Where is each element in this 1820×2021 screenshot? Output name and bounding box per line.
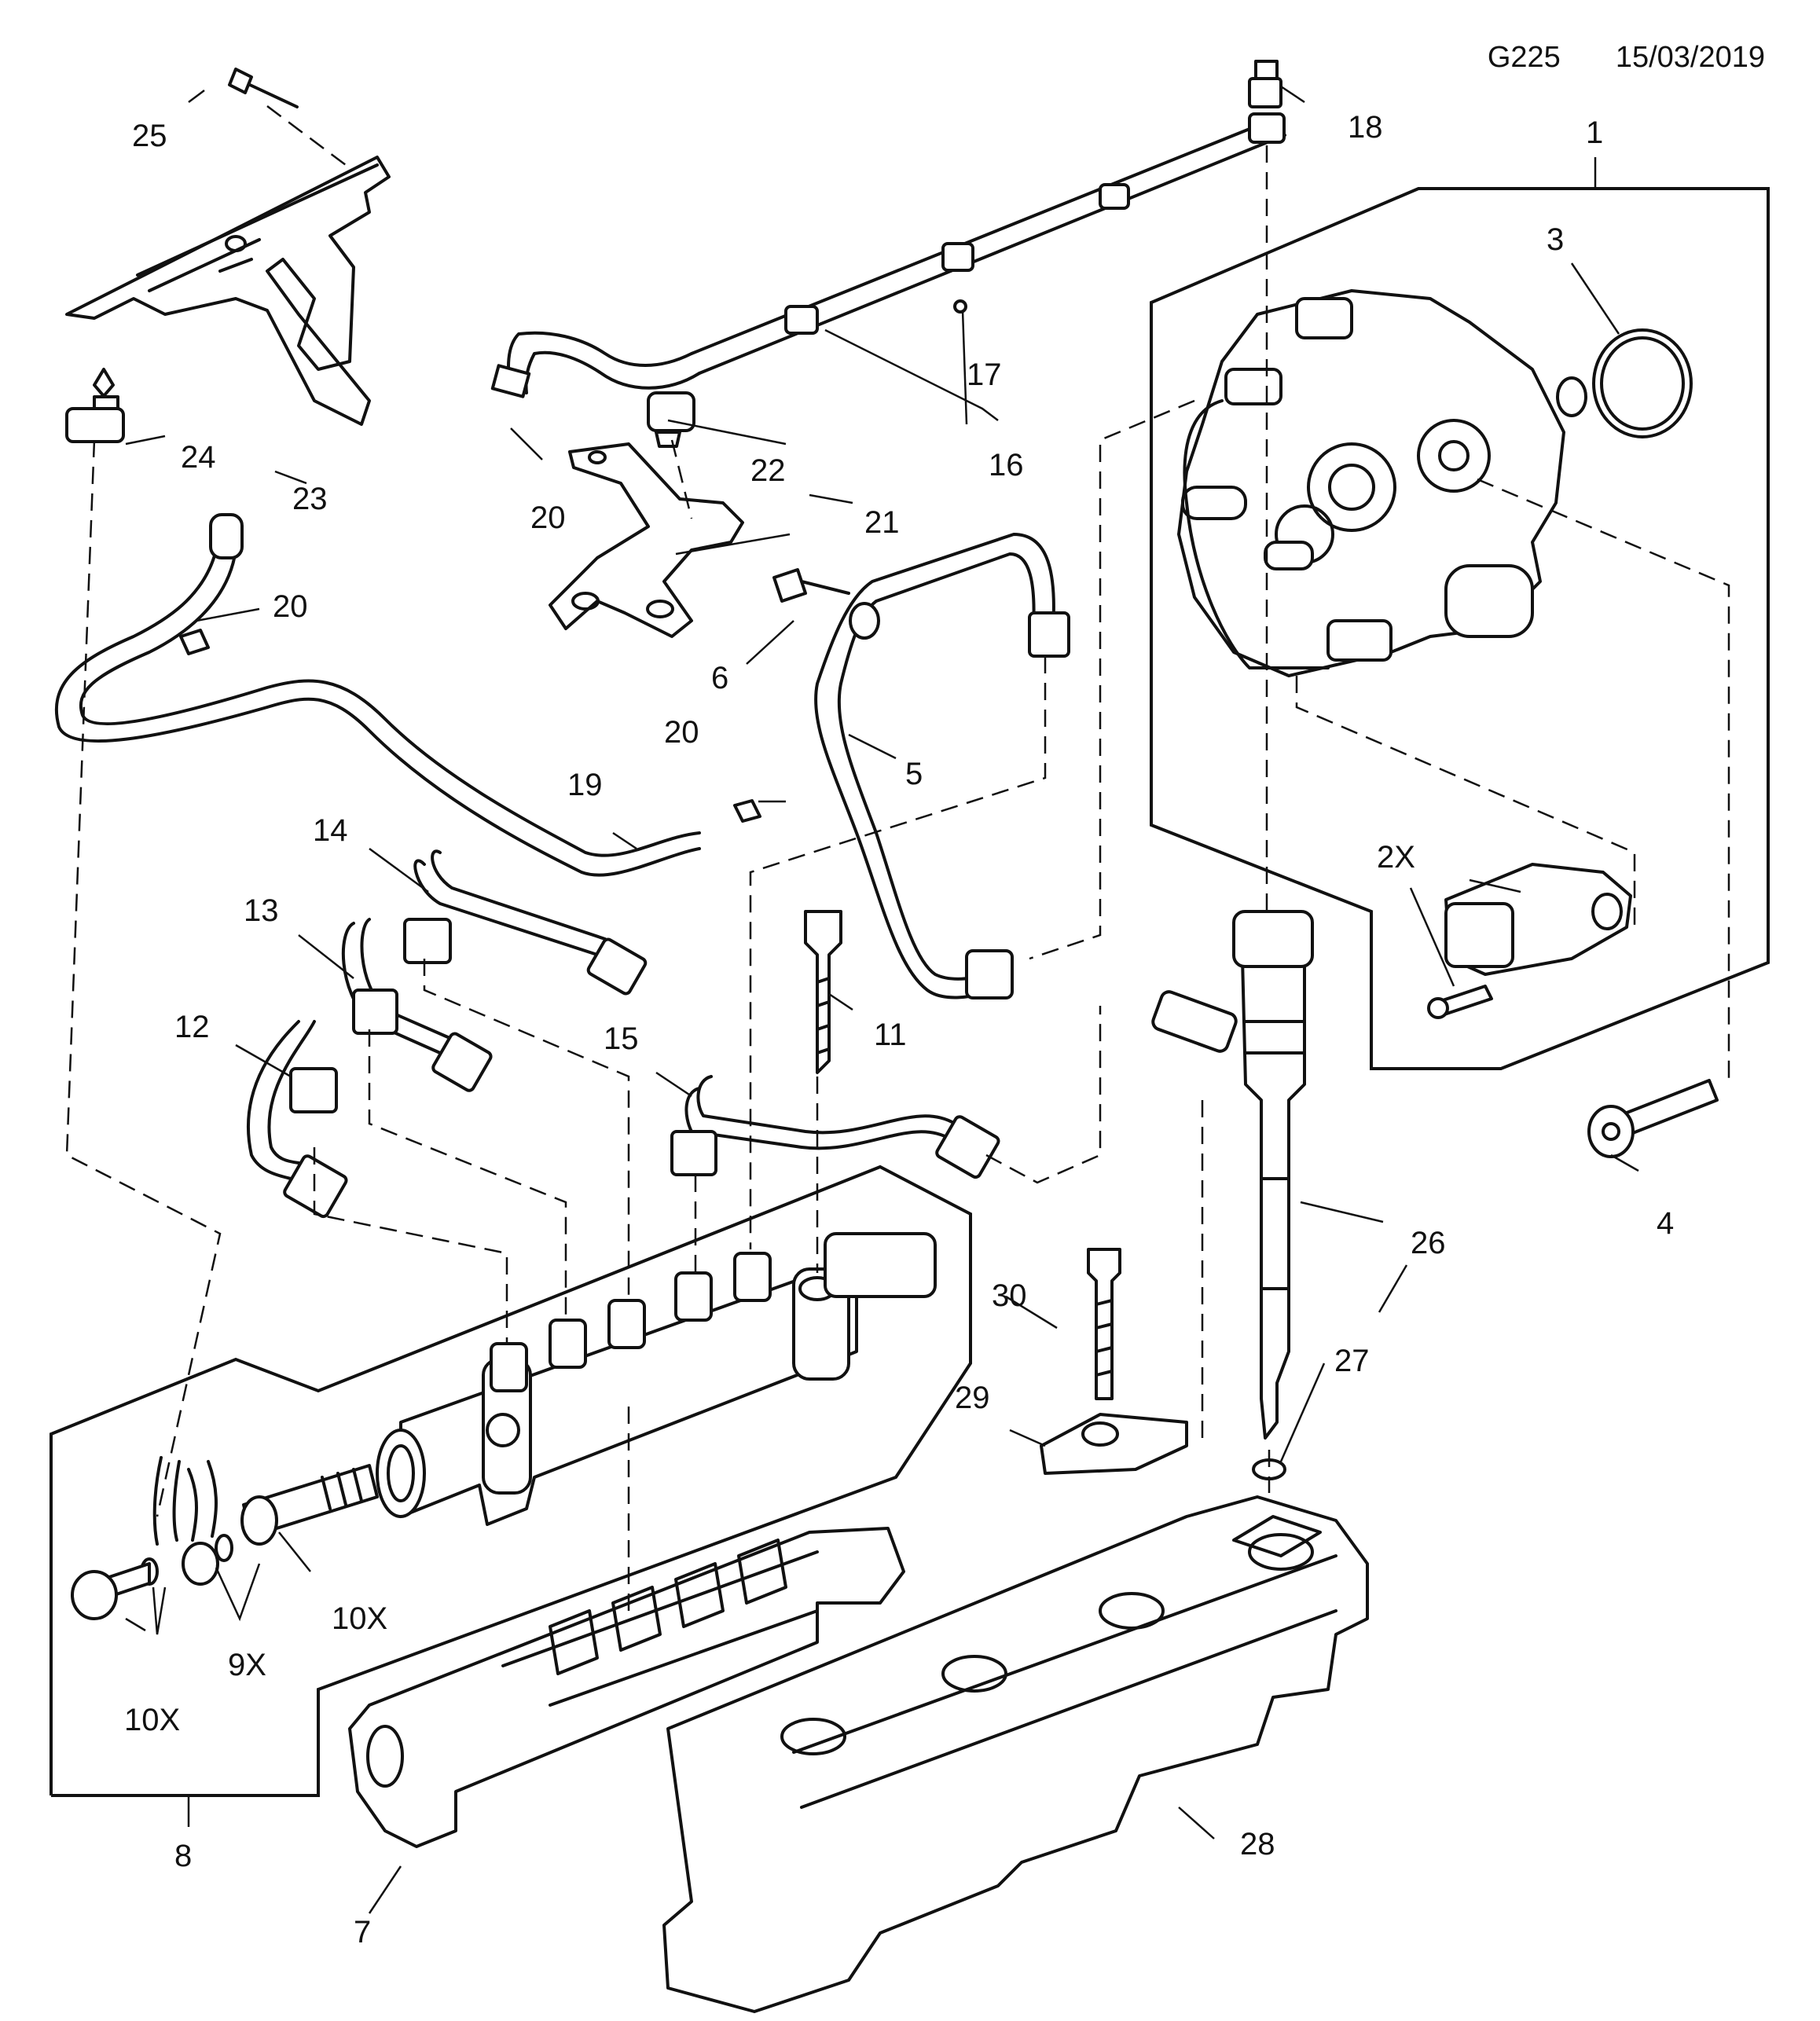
callout-16: 16 xyxy=(989,448,1024,482)
high-pressure-pipe-5 xyxy=(772,533,1070,999)
callout-4: 4 xyxy=(1657,1206,1674,1241)
callout-24: 24 xyxy=(181,440,216,475)
injector-pipes xyxy=(246,849,1000,1219)
callout-14: 14 xyxy=(313,813,348,848)
callout-28: 28 xyxy=(1240,1827,1275,1861)
callout-20a: 20 xyxy=(530,501,566,535)
callout-25: 25 xyxy=(132,119,167,153)
group-box-rail xyxy=(50,1165,972,1797)
fuel-rail xyxy=(376,1232,937,1526)
callout-23: 23 xyxy=(292,482,328,516)
callout-11: 11 xyxy=(874,1018,907,1052)
callout-29: 29 xyxy=(955,1381,990,1415)
callout-10x-a: 10X xyxy=(332,1601,387,1636)
callout-10x-b: 10X xyxy=(124,1703,180,1737)
callout-3: 3 xyxy=(1547,222,1564,257)
pump-bolt xyxy=(1587,1079,1719,1158)
callout-7: 7 xyxy=(354,1915,371,1949)
callout-5: 5 xyxy=(905,757,923,791)
callout-8: 8 xyxy=(174,1839,192,1873)
rail-bolt xyxy=(804,910,842,1074)
leader-lines xyxy=(125,85,1639,1914)
diagram-date: 15/03/2019 xyxy=(1615,41,1765,74)
assembly-lines xyxy=(65,105,1730,1611)
cylinder-head xyxy=(662,1495,1369,2013)
callout-19: 19 xyxy=(567,768,603,802)
callout-30: 30 xyxy=(992,1278,1027,1313)
diagram-header: G225 15/03/2019 xyxy=(1433,41,1765,75)
callout-17: 17 xyxy=(967,358,1002,392)
rail-fittings xyxy=(71,1456,379,1620)
callout-20c: 20 xyxy=(664,715,699,750)
callout-22: 22 xyxy=(750,453,786,488)
callout-21: 21 xyxy=(864,505,900,540)
injector xyxy=(1151,910,1314,1440)
callout-20b: 20 xyxy=(273,589,308,624)
fuel-pipe-19 xyxy=(54,513,761,877)
injector-clamp xyxy=(1040,1248,1188,1475)
metering-valve-2x xyxy=(1427,863,1632,1019)
o-ring-inner xyxy=(1600,336,1685,431)
callout-1: 1 xyxy=(1586,116,1603,150)
group-box-pump xyxy=(1150,187,1770,1070)
mounting-bracket-21 xyxy=(549,442,744,638)
o-ring xyxy=(1592,328,1693,438)
callout-12: 12 xyxy=(174,1010,210,1044)
callout-15: 15 xyxy=(604,1022,639,1056)
callout-13: 13 xyxy=(244,893,279,928)
callout-27: 27 xyxy=(1334,1344,1370,1378)
diagram-code: G225 xyxy=(1487,41,1561,74)
fuel-rail-cover xyxy=(348,1527,905,1848)
callout-6: 6 xyxy=(711,661,728,695)
callout-labels: 1 3 18 25 17 16 24 23 20 22 21 20 6 20 5… xyxy=(124,110,1674,1949)
callout-18: 18 xyxy=(1348,110,1383,145)
high-pressure-pump xyxy=(1177,289,1587,677)
callout-2x: 2X xyxy=(1377,840,1415,875)
bracket-assembly xyxy=(65,68,391,443)
return-line xyxy=(490,60,1286,448)
callout-9x: 9X xyxy=(228,1648,266,1682)
callout-26: 26 xyxy=(1411,1226,1446,1260)
